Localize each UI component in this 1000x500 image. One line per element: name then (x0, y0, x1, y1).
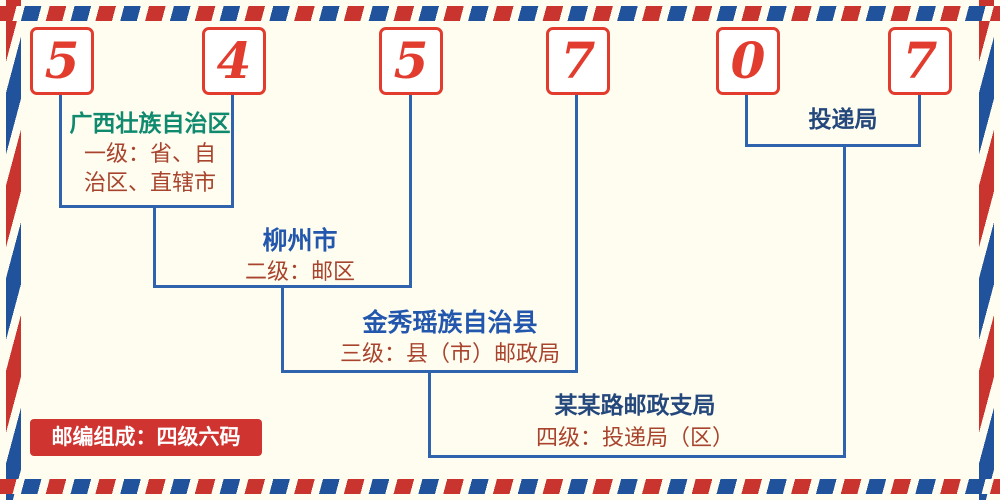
bracket-level1-right-line (231, 95, 234, 208)
digit-box-1: 5 (30, 27, 94, 95)
digit-box-6: 7 (888, 27, 952, 95)
digit-box-2: 4 (202, 27, 266, 95)
airmail-border-top (0, 6, 1000, 21)
level4-desc-label: 四级：投递局（区） (535, 426, 734, 451)
bracket-level1-left-line (59, 95, 62, 208)
digit-5: 0 (730, 31, 766, 90)
bracket-level2-left-line (153, 205, 156, 288)
bracket-level4-left-line (428, 370, 431, 458)
bracket-level3-right-line (575, 95, 578, 373)
digit-6: 7 (902, 31, 938, 90)
digit-1: 5 (44, 31, 80, 90)
level1-desc-line1: 一级：省、自 (83, 142, 216, 167)
level2-desc-label: 二级：邮区 (244, 260, 355, 285)
bracket-level2-right-line (409, 95, 412, 288)
airmail-border-right (979, 0, 994, 500)
bracket-level4-right-line (843, 144, 846, 458)
digit-4: 7 (560, 31, 596, 90)
digit-box-4: 7 (546, 27, 610, 95)
digit-box-3: 5 (379, 27, 443, 95)
digit-2: 4 (216, 31, 252, 90)
level1-place-label: 广西壮族自治区 (69, 111, 231, 137)
level2-place-label: 柳州市 (262, 226, 338, 255)
level3-desc-label: 三级：县（市）邮政局 (339, 342, 560, 367)
composition-badge: 邮编组成：四级六码 (30, 419, 262, 456)
bracket-delivery-left-line (745, 95, 748, 147)
level3-place-label: 金秀瑶族自治县 (362, 308, 538, 337)
bracket-level3-left-line (281, 285, 284, 373)
delivery-bureau-label: 投递局 (808, 107, 878, 133)
digit-3: 5 (393, 31, 429, 90)
bracket-delivery-right-line (918, 95, 921, 147)
airmail-border-bottom (0, 479, 1000, 494)
level4-place-label: 某某路邮政支局 (554, 393, 716, 419)
digit-box-5: 0 (716, 27, 780, 95)
level1-desc-line2: 治区、直辖市 (83, 171, 216, 196)
bracket-level1-bottom-line (59, 205, 234, 208)
bracket-level4-bottom-line (428, 455, 846, 458)
airmail-border-left (6, 0, 21, 500)
bracket-delivery-bottom-line (745, 144, 921, 147)
